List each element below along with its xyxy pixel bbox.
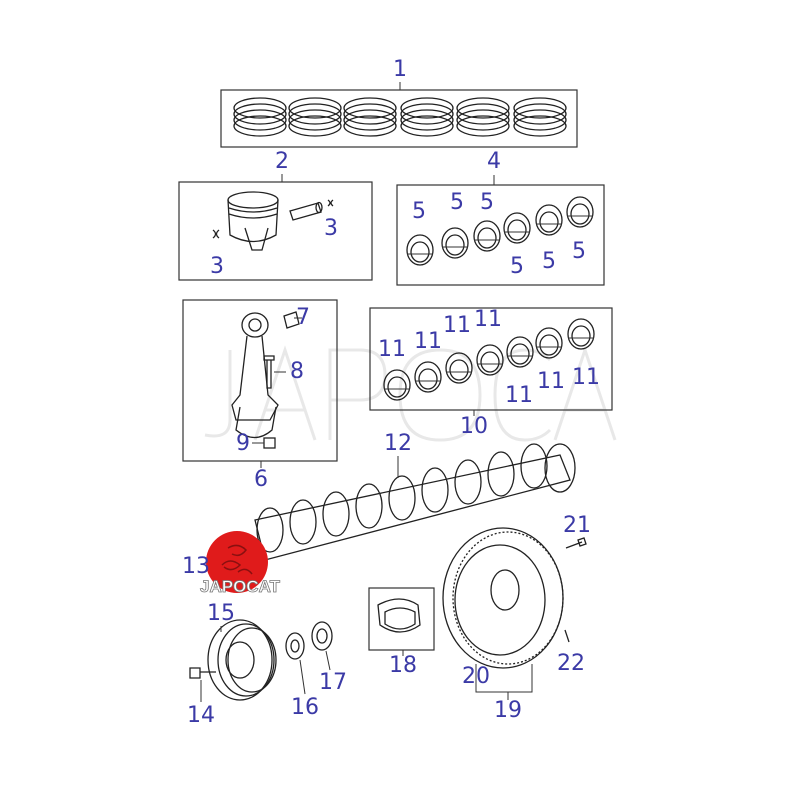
callout-14: 14 — [187, 703, 215, 728]
main-bearing-icon — [503, 212, 531, 244]
crank-bolt-icon — [189, 667, 216, 679]
piston-ring-set-box — [220, 89, 578, 148]
callout-labels: 1 2 3 3 4 5 5 5 5 5 5 6 7 8 9 10 11 11 1… — [182, 57, 600, 728]
rod-bearing-icon — [414, 361, 442, 393]
main-bearing-icon — [473, 220, 501, 252]
callout-5: 5 — [542, 249, 556, 274]
callout-19: 19 — [494, 698, 522, 723]
callout-3: 3 — [210, 254, 224, 279]
rod-bearing-set-group — [369, 307, 613, 416]
callout-4: 4 — [487, 149, 501, 174]
piston-rings — [233, 97, 567, 137]
callout-21: 21 — [563, 513, 591, 538]
callout-5: 5 — [412, 199, 426, 224]
callout-3: 3 — [324, 216, 338, 241]
flywheel-bolt-icon — [565, 537, 587, 549]
callout-9: 9 — [236, 431, 250, 456]
callout-7: 7 — [296, 305, 310, 330]
callout-2: 2 — [275, 149, 289, 174]
thrust-washer-group — [368, 587, 435, 656]
callout-16: 16 — [291, 695, 319, 720]
callout-11: 11 — [537, 369, 565, 394]
piston-ring-icon — [400, 97, 454, 137]
callout-20: 20 — [462, 664, 490, 689]
callout-17: 17 — [319, 670, 347, 695]
callout-13: 13 — [182, 554, 210, 579]
callout-11: 11 — [474, 307, 502, 332]
callout-11: 11 — [572, 365, 600, 390]
main-bearing-icon — [535, 204, 563, 236]
pin-icon — [564, 629, 570, 643]
crank-web-icon — [355, 483, 383, 529]
rod-bearing-icon — [506, 336, 534, 368]
crank-gear-icon — [285, 632, 306, 695]
crank-web-icon — [487, 451, 515, 497]
rod-bearing-set-box — [369, 307, 613, 411]
japocat-logo: JAPOCAT — [200, 531, 281, 596]
crank-web-icon — [256, 507, 284, 553]
piston-group — [178, 174, 373, 281]
callout-5: 5 — [510, 254, 524, 279]
piston-ring-icon — [343, 97, 397, 137]
piston-ring-icon — [513, 97, 567, 137]
callout-5: 5 — [572, 239, 586, 264]
main-bearing-icon — [441, 227, 469, 259]
main-bearing-icon — [566, 196, 594, 228]
rod-bearing-icon — [383, 369, 411, 401]
timing-pulley-icon — [311, 621, 333, 671]
crank-web-icon — [454, 459, 482, 505]
connecting-rod-icon — [231, 312, 279, 439]
rod-bearing-icon — [476, 344, 504, 376]
rod-bearing-icon — [567, 318, 595, 350]
callout-11: 11 — [443, 313, 471, 338]
crank-web-icon — [322, 491, 350, 537]
piston-icon — [227, 191, 279, 251]
rod-bolt-icon — [263, 355, 275, 389]
callout-6: 6 — [254, 467, 268, 492]
main-bearing-icon — [406, 234, 434, 266]
flywheel-icon — [442, 527, 564, 700]
callout-1: 1 — [393, 57, 407, 82]
main-bearing-set-box — [396, 184, 605, 286]
connecting-rod-box — [182, 299, 338, 462]
callout-22: 22 — [557, 651, 585, 676]
piston-ring-icon — [288, 97, 342, 137]
callout-5: 5 — [480, 190, 494, 215]
crank-web-icon — [388, 475, 416, 521]
piston-box — [178, 181, 373, 281]
crank-pulley-icon — [207, 619, 277, 701]
callout-12: 12 — [384, 431, 412, 456]
piston-ring-icon — [456, 97, 510, 137]
crank-web-icon — [520, 443, 548, 489]
callout-11: 11 — [414, 329, 442, 354]
crank-web-icon — [421, 467, 449, 513]
piston-ring-icon — [233, 97, 287, 137]
logo-text: JAPOCAT — [200, 577, 281, 596]
main-bearings — [406, 196, 594, 266]
callout-15: 15 — [207, 601, 235, 626]
rod-bearing-icon — [535, 327, 563, 359]
rod-nut-icon — [263, 437, 276, 449]
callout-5: 5 — [450, 190, 464, 215]
rod-bushing-icon — [283, 311, 300, 329]
clip-icon — [327, 199, 334, 207]
callout-18: 18 — [389, 653, 417, 678]
callout-11: 11 — [505, 383, 533, 408]
connecting-rod-group — [182, 299, 338, 468]
callout-8: 8 — [290, 359, 304, 384]
main-bearing-set-group — [396, 175, 605, 286]
crank-web-icon — [289, 499, 317, 545]
piston-pin-icon — [289, 201, 323, 221]
piston-ring-set-group — [220, 82, 578, 148]
callout-11: 11 — [378, 337, 406, 362]
rod-bearing-icon — [445, 352, 473, 384]
rod-bearings — [383, 318, 595, 401]
clip-icon — [212, 229, 220, 239]
callout-10: 10 — [460, 414, 488, 439]
thrust-washer-box — [368, 587, 435, 651]
